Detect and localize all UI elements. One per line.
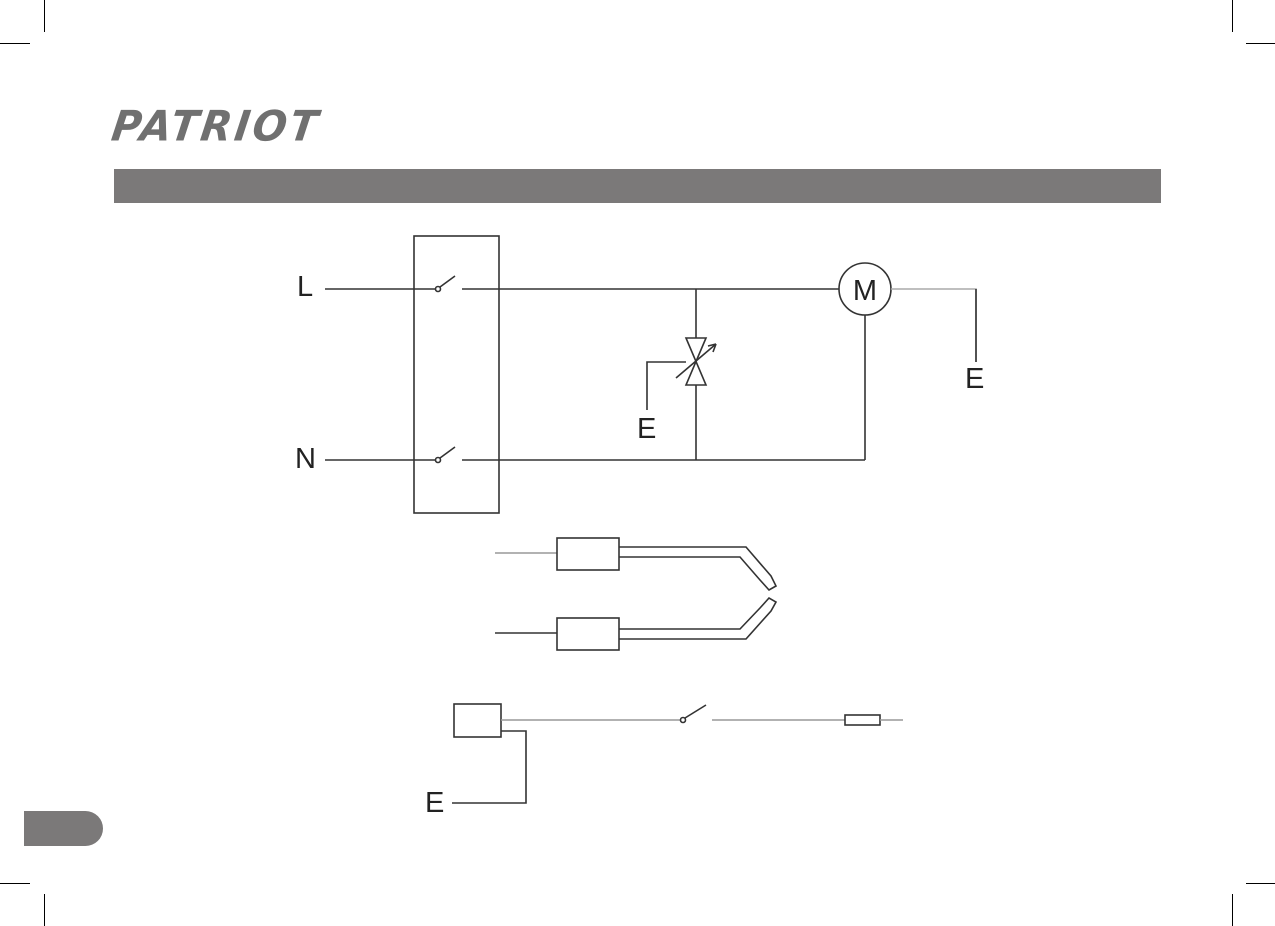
electrode-bottom-insulator	[557, 618, 619, 650]
valve-arrow	[676, 344, 716, 378]
bottom-box	[454, 704, 501, 737]
label-earth-valve: E	[637, 413, 656, 445]
bottom-earth-wire	[452, 731, 526, 803]
electrode-bottom-rod	[619, 598, 776, 639]
motor-earth-wire	[891, 289, 976, 362]
bottom-switch-contact	[681, 718, 686, 723]
switch-l-contact	[436, 287, 441, 292]
label-earth-motor: E	[965, 363, 984, 395]
valve-earth-wire	[647, 362, 686, 410]
switch-box	[414, 236, 499, 513]
switch-l-blade	[440, 276, 455, 287]
switch-n-contact	[436, 458, 441, 463]
bottom-switch-blade	[685, 705, 706, 718]
label-motor: M	[853, 275, 877, 307]
label-n: N	[295, 443, 316, 475]
label-earth-bottom: E	[425, 787, 444, 819]
label-l: L	[297, 271, 313, 303]
electrode-top-rod	[619, 547, 776, 590]
electrode-top-insulator	[557, 538, 619, 570]
switch-n-blade	[440, 447, 455, 458]
bottom-resistor	[845, 715, 880, 725]
